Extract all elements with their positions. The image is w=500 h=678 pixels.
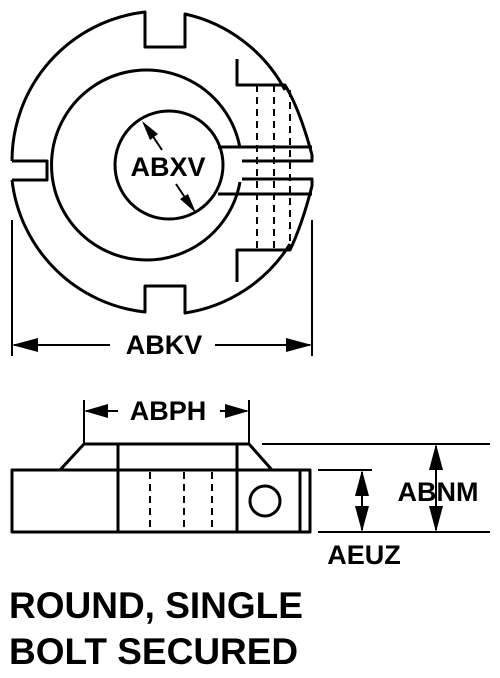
abnm-arrowhead-top	[429, 444, 443, 470]
collar-outer-contour	[10, 10, 292, 315]
abnm-arrowhead-bottom	[429, 506, 443, 532]
caption-line-1: ROUND, SINGLE	[9, 585, 303, 626]
abxv-arrowhead-bottom	[180, 194, 196, 213]
abxv-label: ABXV	[130, 152, 205, 182]
abph-label: ABPH	[130, 396, 207, 426]
side-view: ABPH ABNM AEUZ	[10, 396, 490, 570]
collar-side-body	[10, 442, 312, 534]
collar-right-flat-lower	[235, 177, 314, 282]
abph-arrowhead-left	[84, 404, 108, 418]
caption-line-2: BOLT SECURED	[9, 631, 298, 672]
clamp-slot	[218, 145, 312, 196]
abkv-arrowhead-right	[286, 338, 312, 352]
collar-mid-ring	[50, 68, 242, 262]
abnm-label: ABNM	[398, 477, 479, 507]
aeuz-label: AEUZ	[327, 540, 401, 570]
bore-circle	[113, 109, 225, 221]
abxv-arrowhead-top	[142, 121, 158, 140]
abph-arrowhead-right	[225, 404, 249, 418]
abkv-label: ABKV	[126, 330, 203, 360]
aeuz-arrowhead-bottom	[355, 506, 369, 532]
bolt-hole	[248, 484, 282, 518]
aeuz-arrowhead-top	[355, 470, 369, 496]
collar-right-flat	[235, 59, 314, 163]
top-view: ABXV ABKV	[10, 10, 314, 360]
abkv-arrowhead-left	[12, 338, 38, 352]
